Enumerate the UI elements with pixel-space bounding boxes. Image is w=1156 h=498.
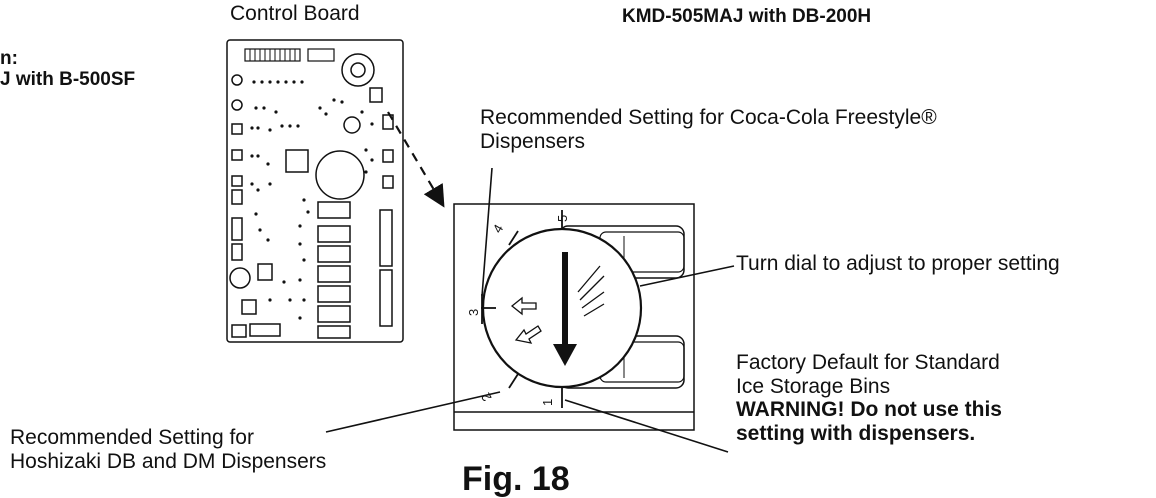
callout-hoshizaki-line2: Hoshizaki DB and DM Dispensers [10, 449, 327, 473]
callout-coca-cola-line1: Recommended Setting for Coca-Cola Freest… [480, 106, 937, 129]
callout-factory-line2: Ice Storage Bins [736, 374, 891, 398]
model-heading-left: n: J with B-500SF [0, 48, 135, 91]
zoom-arrow [387, 111, 445, 208]
callout-hoshizaki: Recommended Setting for Hoshizaki DB and… [10, 426, 326, 473]
dial-symbols [510, 265, 605, 344]
control-board [226, 39, 404, 343]
dial-mark-3: 3 [466, 309, 481, 316]
model-heading-left-line1: n: [0, 48, 18, 69]
leader-lines [325, 167, 735, 453]
callout-coca-cola: Recommended Setting for Coca-Cola Freest… [480, 106, 937, 153]
dial-mark-5: 5 [555, 215, 570, 222]
board-components [250, 80, 374, 320]
dial-diagram: 5 4 3 2 1 [226, 39, 735, 453]
leader-hoshizaki [325, 391, 501, 433]
leader-coca-cola [481, 167, 493, 297]
model-heading-left-line2: J with B-500SF [0, 69, 136, 91]
callout-factory-default: Factory Default for Standard Ice Storage… [736, 351, 1002, 445]
control-board-label: Control Board [230, 2, 360, 25]
callout-warning-line2: setting with dispensers. [736, 421, 976, 445]
dial-mark-4: 4 [490, 222, 507, 236]
leader-factory-default [564, 399, 729, 453]
callout-hoshizaki-line1: Recommended Setting for [10, 426, 254, 449]
leader-turn-dial [639, 265, 735, 287]
model-heading-right: KMD-505MAJ with DB-200H [622, 6, 872, 27]
dial-pointer-arrow [553, 252, 577, 366]
callout-factory-line1: Factory Default for Standard [736, 351, 1000, 374]
dial-mark-1: 1 [540, 399, 555, 406]
dial-ticks [481, 210, 563, 408]
callout-warning-line1: WARNING! Do not use this [736, 398, 1002, 422]
callout-coca-cola-line2: Dispensers [480, 129, 586, 153]
callout-turn-dial: Turn dial to adjust to proper setting [736, 252, 1060, 275]
